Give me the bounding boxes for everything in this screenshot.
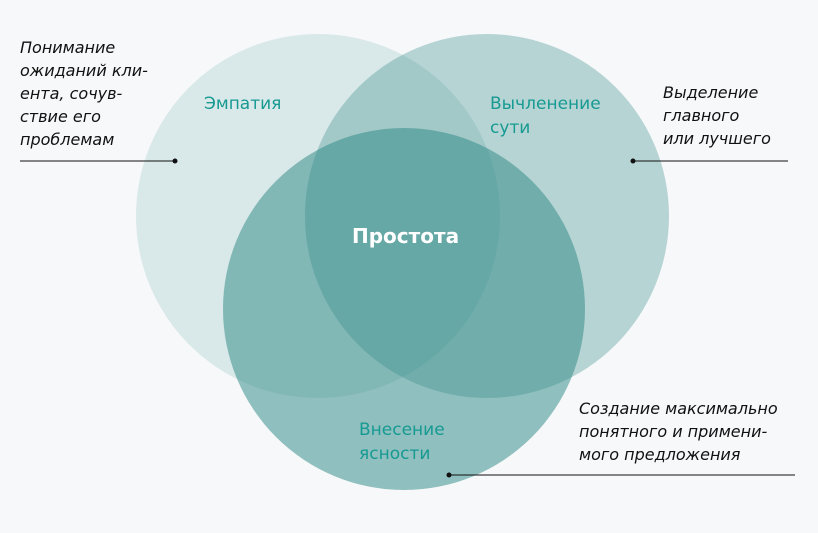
essence-leader-dot (630, 158, 636, 164)
clarity-note: Создание максимально понятного и примени… (579, 399, 778, 464)
essence-label: Вычленение сути (490, 94, 601, 138)
essence-note: Выделение главного или лучшего (663, 83, 771, 148)
empathy-label: Эмпатия (204, 94, 282, 114)
clarity-circle (223, 128, 585, 490)
empathy-note: Понимание ожиданий кли- ента, сочув- ств… (20, 38, 148, 149)
clarity-label: Внесение ясности (359, 420, 445, 464)
clarity-leader-dot (446, 472, 452, 478)
empathy-leader-dot (172, 158, 178, 164)
center-label: Простота (352, 224, 460, 248)
